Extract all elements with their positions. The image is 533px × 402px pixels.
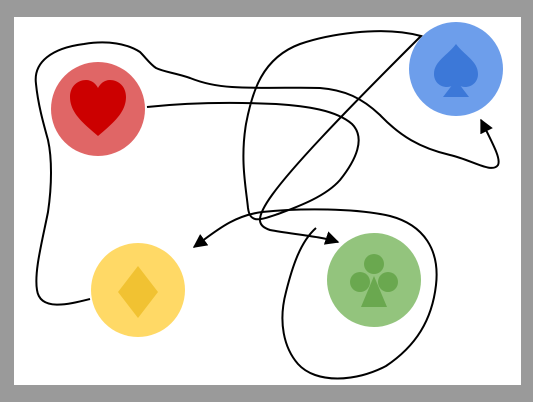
path-heart-to-club — [146, 30, 423, 245]
club-icon — [350, 254, 398, 307]
spade-icon — [434, 44, 478, 97]
diamond-icon — [118, 266, 158, 318]
path-diamond-loop — [192, 208, 438, 380]
heart-icon — [70, 80, 126, 136]
path-diamond-to-spade — [34, 41, 500, 306]
